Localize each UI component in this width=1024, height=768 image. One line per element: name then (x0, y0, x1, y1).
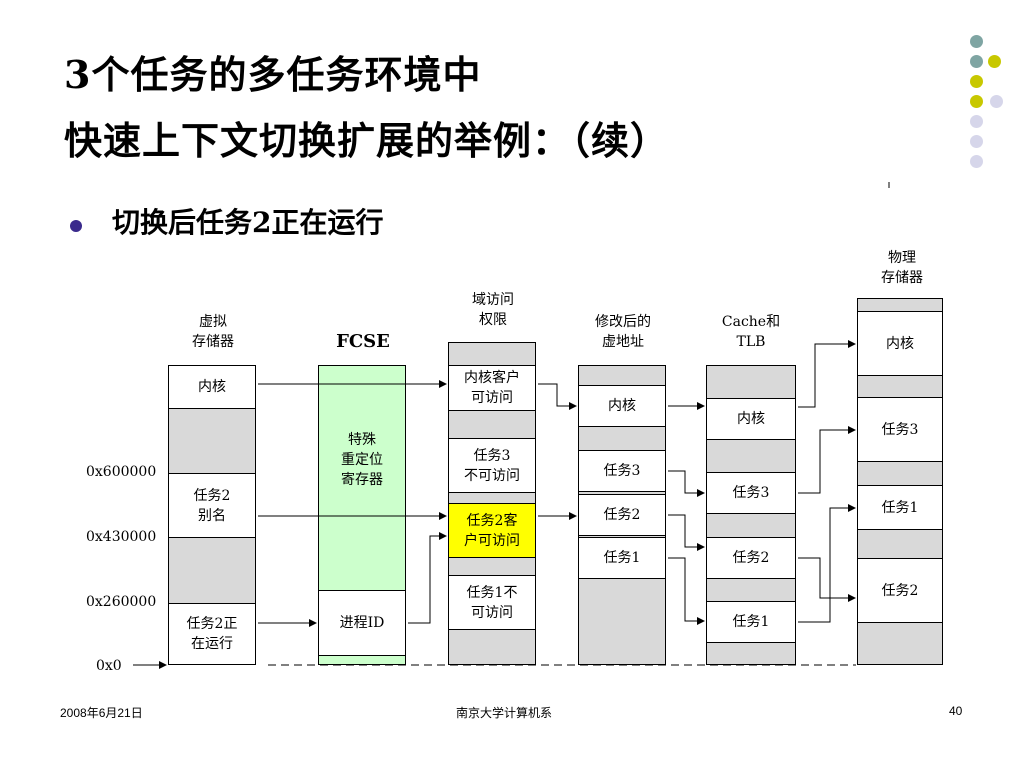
virtual-task2-alias-cell: 任务2 别名 (168, 473, 256, 538)
virtual-memory-header: 虚拟 存储器 (192, 314, 234, 350)
slide-title-line1: 3个任务的多任务环境中 (64, 52, 482, 97)
physical-task1-cell: 任务1 (857, 485, 943, 530)
olive-dot (988, 55, 1001, 68)
slide-title-line2: 快速上下文切换扩展的举例：（续） (64, 118, 670, 163)
address-label: 0x600000 (86, 464, 157, 480)
lavender-dot (970, 115, 983, 128)
teal-dot (970, 35, 983, 48)
modified-kernel-cell: 内核 (578, 385, 666, 427)
footer-date: 2008年6月21日 (60, 706, 143, 720)
lavender-dot (970, 135, 983, 148)
domain-access-header: 域访问 权限 (472, 292, 514, 328)
physical-kernel-cell: 内核 (857, 311, 943, 376)
modified-task2-cell: 任务2 (578, 494, 666, 536)
virtual-kernel-cell: 内核 (168, 365, 256, 409)
domain-kernel-cell: 内核客户 可访问 (448, 365, 536, 411)
address-label: 0x0 (96, 658, 122, 674)
olive-dot (970, 95, 983, 108)
domain-task2-cell: 任务2客 户可访问 (448, 503, 536, 558)
footer-page-number: 40 (949, 704, 963, 718)
cache-task1-cell: 任务1 (706, 601, 796, 643)
physical-memory-header: 物理 存储器 (881, 250, 923, 286)
fcse-header: FCSE (336, 331, 390, 352)
pid-to-domain-arrow (408, 532, 447, 624)
modified-task2-arrow (668, 514, 705, 551)
cache-task1-arrow (798, 504, 856, 623)
physical-task3-cell: 任务3 (857, 397, 943, 462)
physical-task2-cell: 任务2 (857, 558, 943, 623)
process-id-cell: 进程ID (318, 590, 406, 656)
address-label: 0x260000 (86, 594, 157, 610)
cache-kernel-cell: 内核 (706, 398, 796, 440)
relocation-register-label: 特殊 重定位 寄存器 (341, 432, 383, 488)
olive-dot (970, 75, 983, 88)
cache-tlb-header: Cache和 TLB (721, 314, 781, 350)
bullet-text: 切换后任务2正在运行 (112, 206, 384, 239)
domain-task3-cell: 任务3 不可访问 (448, 438, 536, 493)
footer-org: 南京大学计算机系 (456, 706, 553, 720)
cache-task3-arrow (798, 426, 856, 494)
modified-va-header: 修改后的 虚地址 (595, 314, 651, 350)
domain-task1-cell: 任务1不 可访问 (448, 575, 536, 630)
teal-dot (970, 55, 983, 68)
modified-task3-arrow (668, 470, 705, 497)
cache-kernel-arrow (798, 340, 856, 408)
modified-task3-cell: 任务3 (578, 450, 666, 492)
bullet-icon (70, 220, 82, 232)
lavender-dot (990, 95, 1003, 108)
lavender-dot (970, 155, 983, 168)
cache-task2-arrow (798, 557, 856, 602)
domain-kernel-arrow (538, 383, 577, 410)
modified-task1-cell: 任务1 (578, 537, 666, 579)
cache-task2-cell: 任务2 (706, 537, 796, 579)
virtual-task2-running-cell: 任务2正 在运行 (168, 603, 256, 665)
modified-task1-arrow (668, 557, 705, 625)
address-label: 0x430000 (86, 529, 157, 545)
cache-task3-cell: 任务3 (706, 472, 796, 514)
